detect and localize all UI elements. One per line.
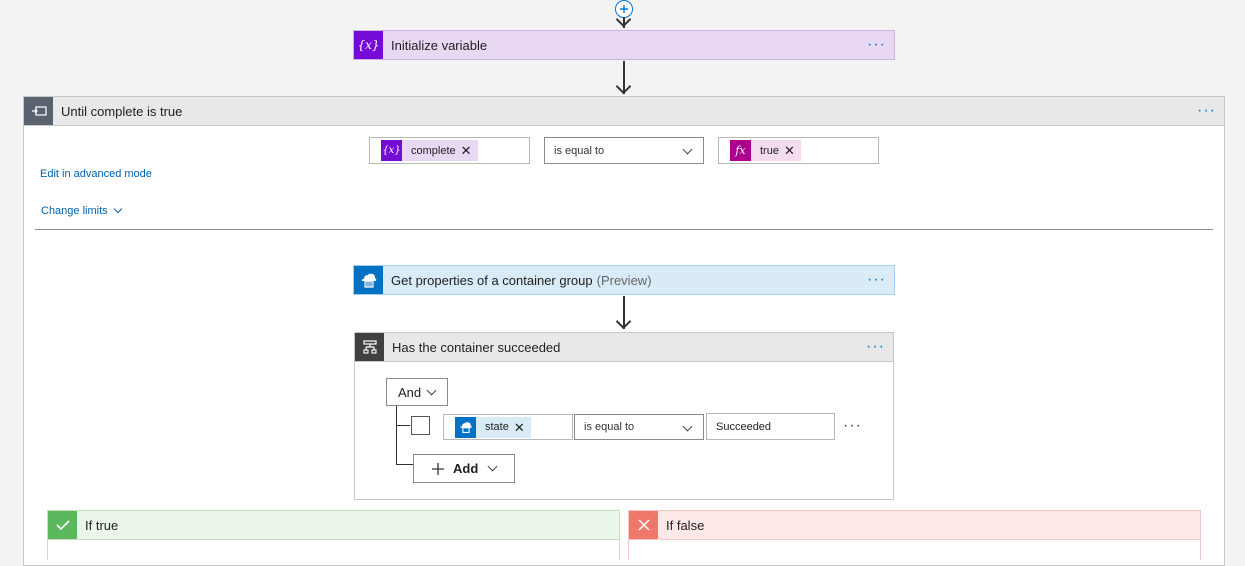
check-icon	[48, 511, 77, 539]
more-options-icon[interactable]: ···	[866, 338, 885, 355]
change-limits-label: Change limits	[41, 205, 108, 217]
connector-arrow	[623, 296, 625, 329]
token-complete[interactable]: {x} complete ✕	[381, 140, 478, 161]
more-options-icon[interactable]: ···	[867, 36, 886, 53]
group-operator-select[interactable]: And	[386, 378, 448, 406]
token-label: complete	[411, 144, 456, 157]
if-true-body	[47, 540, 620, 560]
token-true[interactable]: fx true ✕	[730, 140, 801, 161]
card-title: Initialize variable	[391, 37, 488, 53]
condition-left-operand[interactable]: state ✕	[443, 414, 573, 440]
select-value: is equal to	[554, 144, 605, 157]
tree-line	[396, 425, 410, 426]
edit-advanced-mode-link[interactable]: Edit in advanced mode	[40, 168, 152, 180]
fx-icon: fx	[730, 140, 751, 161]
container-instance-icon	[455, 416, 476, 438]
chevron-down-icon	[487, 461, 498, 472]
until-right-operand[interactable]: fx true ✕	[718, 137, 879, 164]
variable-icon: {x}	[381, 140, 402, 161]
condition-icon	[355, 333, 384, 361]
token-state[interactable]: state ✕	[455, 416, 531, 438]
condition-header[interactable]: Has the container succeeded ···	[354, 332, 894, 362]
add-label: Add	[453, 461, 479, 476]
row-checkbox[interactable]	[411, 416, 430, 435]
token-label: state	[485, 421, 509, 433]
remove-token-icon[interactable]: ✕	[783, 143, 795, 158]
preview-tag: (Preview)	[596, 272, 652, 288]
value-text: Succeeded	[716, 420, 772, 433]
close-icon	[629, 511, 658, 539]
remove-token-icon[interactable]: ✕	[513, 419, 525, 435]
card-title: Get properties of a container group(Prev…	[391, 273, 652, 288]
if-false-branch[interactable]: If false	[628, 510, 1201, 540]
row-more-options-icon[interactable]: ···	[843, 417, 862, 434]
connector-arrow-head	[615, 78, 632, 95]
until-loop-icon	[24, 97, 53, 125]
add-button[interactable]: Add	[413, 454, 515, 483]
card-title: Until complete is true	[61, 103, 183, 119]
if-true-branch[interactable]: If true	[47, 510, 620, 540]
branch-label: If false	[666, 517, 705, 533]
remove-token-icon[interactable]: ✕	[460, 143, 472, 158]
chevron-down-icon	[682, 421, 693, 432]
card-title: Has the container succeeded	[392, 339, 561, 355]
token-label: true	[760, 144, 779, 157]
select-value: And	[398, 384, 422, 400]
plus-icon	[432, 462, 444, 475]
condition-right-operand[interactable]: Succeeded	[706, 413, 835, 440]
until-operator-select[interactable]: is equal to	[544, 137, 704, 164]
more-options-icon[interactable]: ···	[1197, 102, 1216, 119]
initialize-variable-card[interactable]: {x} Initialize variable ···	[353, 30, 895, 60]
until-loop-header[interactable]: Until complete is true ···	[23, 96, 1225, 126]
change-limits-link[interactable]: Change limits	[41, 204, 122, 217]
plus-icon	[620, 5, 628, 13]
connector-arrow	[623, 61, 625, 94]
tree-line	[396, 464, 413, 465]
connector-arrow	[623, 17, 625, 28]
chevron-down-icon	[682, 144, 693, 155]
divider	[35, 229, 1213, 230]
if-false-body	[628, 540, 1201, 560]
variable-icon: {x}	[354, 31, 383, 59]
select-value: is equal to	[584, 421, 635, 433]
card-title-text: Get properties of a container group	[391, 272, 593, 288]
chevron-down-icon	[113, 204, 122, 214]
branch-label: If true	[85, 517, 119, 533]
chevron-down-icon	[426, 385, 437, 396]
condition-operator-select[interactable]: is equal to	[574, 414, 704, 440]
tree-line	[396, 406, 397, 464]
until-left-operand[interactable]: {x} complete ✕	[369, 137, 530, 164]
container-instance-icon	[354, 266, 383, 294]
more-options-icon[interactable]: ···	[867, 271, 886, 288]
get-properties-card[interactable]: Get properties of a container group(Prev…	[353, 265, 895, 295]
